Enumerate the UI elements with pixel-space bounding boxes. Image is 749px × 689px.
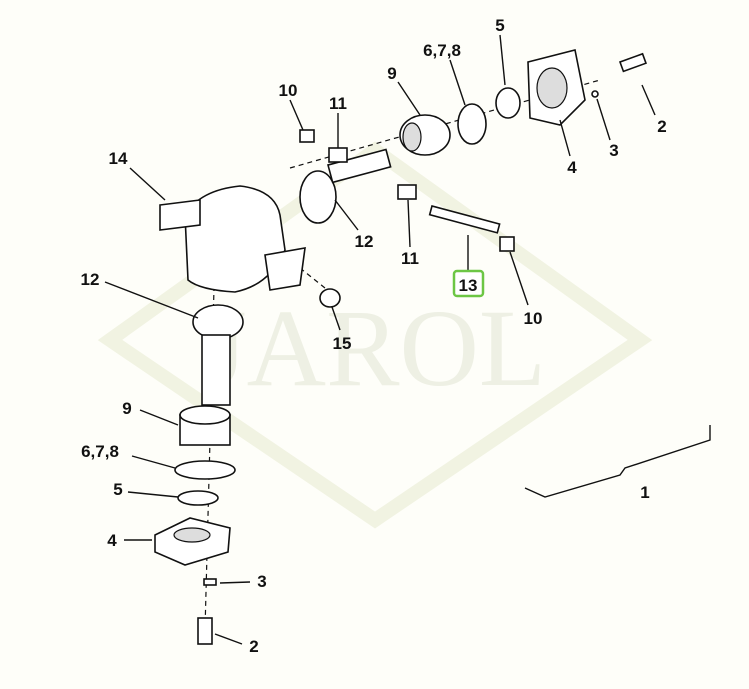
callout-2-top[interactable]: 2 [657, 117, 666, 136]
bevel-gear-vertical[interactable] [192, 304, 244, 406]
watermark-text: JAROL [204, 287, 546, 409]
callout-13-highlight [452, 269, 485, 298]
stud[interactable] [428, 205, 501, 234]
bolt-top[interactable] [618, 52, 647, 73]
shim-top[interactable] [457, 103, 487, 145]
callout-13[interactable]: 13 [459, 276, 478, 295]
seal-top[interactable] [495, 87, 521, 119]
assembly-bracket [524, 425, 711, 498]
callout-9-top[interactable]: 9 [387, 64, 396, 83]
callout-14[interactable]: 14 [109, 149, 128, 168]
nut-top[interactable] [299, 129, 315, 143]
shim-bottom[interactable] [174, 460, 236, 480]
callout-12-top[interactable]: 12 [355, 232, 374, 251]
nut-mid[interactable] [499, 236, 515, 252]
callout-10-top[interactable]: 10 [279, 81, 298, 100]
callout-11-mid[interactable]: 11 [401, 249, 419, 268]
washer-top[interactable] [591, 90, 599, 98]
callout-10-mid[interactable]: 10 [524, 309, 543, 328]
callout-6-7-8-bottom[interactable]: 6,7,8 [81, 442, 119, 461]
callout-12-left[interactable]: 12 [81, 270, 100, 289]
callout-4-bottom[interactable]: 4 [107, 531, 117, 550]
leader-lines [104, 34, 656, 645]
callout-9-bottom[interactable]: 9 [122, 399, 131, 418]
callout-1[interactable]: 1 [640, 483, 649, 502]
callout-11-top[interactable]: 11 [329, 94, 347, 113]
bushing-mid[interactable] [397, 184, 417, 200]
gear-housing[interactable] [159, 185, 306, 293]
callout-3-bottom[interactable]: 3 [257, 572, 266, 591]
callout-3-top[interactable]: 3 [609, 141, 618, 160]
bearing-top[interactable] [399, 114, 451, 156]
bearing-cover-bottom[interactable] [154, 517, 231, 566]
seal-bottom[interactable] [177, 490, 219, 506]
bearing-bottom[interactable] [179, 405, 231, 446]
plug[interactable] [319, 288, 341, 308]
bearing-cover-top[interactable] [527, 49, 586, 126]
axis-15 [299, 267, 331, 293]
bushing-top[interactable] [328, 147, 348, 163]
callout-4-top[interactable]: 4 [567, 158, 577, 177]
callout-2-bottom[interactable]: 2 [249, 637, 258, 656]
callout-6-7-8-top[interactable]: 6,7,8 [423, 41, 461, 60]
washer-bottom[interactable] [203, 578, 217, 586]
callout-15[interactable]: 15 [333, 334, 352, 353]
callout-5-bottom[interactable]: 5 [113, 480, 122, 499]
bevel-gear-top[interactable] [299, 148, 392, 224]
bolt-bottom[interactable] [197, 617, 213, 645]
watermark-logo: JAROL [97, 141, 653, 529]
callout-5-top[interactable]: 5 [495, 16, 504, 35]
